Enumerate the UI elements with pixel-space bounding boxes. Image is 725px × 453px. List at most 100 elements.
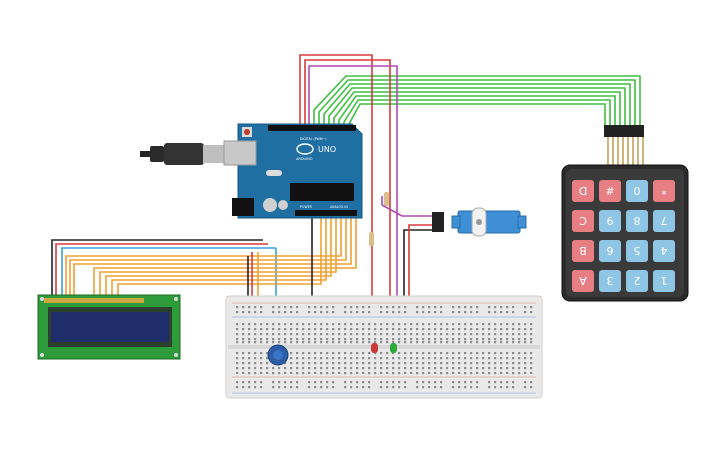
breadboard-hole bbox=[422, 386, 425, 389]
keypad-wire-bundle[interactable] bbox=[313, 75, 641, 127]
keypad-key[interactable] bbox=[572, 240, 594, 262]
keypad-key-label: C bbox=[579, 214, 587, 227]
lcd-wire-black[interactable] bbox=[51, 239, 263, 298]
keypad-key[interactable] bbox=[653, 270, 675, 292]
breadboard-hole bbox=[320, 306, 323, 309]
breadboard-hole bbox=[350, 306, 353, 309]
breadboard-hole bbox=[260, 362, 263, 365]
breadboard-hole bbox=[404, 341, 407, 344]
wire-purple-servo[interactable] bbox=[381, 196, 432, 217]
breadboard-hole bbox=[482, 362, 485, 365]
breadboard-hole bbox=[500, 381, 503, 384]
keypad-key[interactable] bbox=[653, 240, 675, 262]
breadboard-hole bbox=[314, 367, 317, 370]
breadboard-hole bbox=[470, 352, 473, 355]
breadboard-hole bbox=[398, 333, 401, 336]
breadboard-hole bbox=[308, 338, 311, 341]
breadboard-hole bbox=[398, 357, 401, 360]
breadboard-hole bbox=[518, 367, 521, 370]
breadboard-hole bbox=[254, 367, 257, 370]
breadboard-hole bbox=[440, 362, 443, 365]
breadboard-hole bbox=[512, 323, 515, 326]
breadboard[interactable] bbox=[225, 295, 543, 399]
keypad-key[interactable] bbox=[653, 210, 675, 232]
breadboard-hole bbox=[242, 372, 245, 375]
breadboard-hole bbox=[434, 341, 437, 344]
breadboard-hole bbox=[488, 338, 491, 341]
led-red[interactable] bbox=[371, 343, 378, 353]
breadboard-hole bbox=[326, 372, 329, 375]
breadboard-hole bbox=[380, 311, 383, 314]
breadboard-hole bbox=[332, 367, 335, 370]
keypad-key[interactable] bbox=[599, 180, 621, 202]
breadboard-hole bbox=[368, 367, 371, 370]
breadboard-hole bbox=[404, 328, 407, 331]
breadboard-hole bbox=[452, 338, 455, 341]
keypad-key[interactable] bbox=[626, 180, 648, 202]
resistor-2[interactable] bbox=[369, 232, 374, 246]
keypad-key[interactable] bbox=[626, 240, 648, 262]
wire-servo-black[interactable] bbox=[403, 229, 432, 318]
keypad-key[interactable] bbox=[572, 210, 594, 232]
breadboard-hole bbox=[404, 362, 407, 365]
breadboard-hole bbox=[350, 338, 353, 341]
breadboard-hole bbox=[404, 306, 407, 309]
breadboard-hole bbox=[518, 341, 521, 344]
breadboard-hole bbox=[458, 323, 461, 326]
breadboard-hole bbox=[458, 352, 461, 355]
breadboard-hole bbox=[242, 341, 245, 344]
potentiometer-icon[interactable] bbox=[267, 344, 289, 366]
breadboard-hole bbox=[440, 328, 443, 331]
breadboard-hole bbox=[278, 338, 281, 341]
servo-horn-icon[interactable] bbox=[471, 207, 487, 237]
power-analog-header[interactable] bbox=[295, 210, 357, 216]
keypad-key[interactable] bbox=[599, 240, 621, 262]
breadboard-hole bbox=[254, 338, 257, 341]
wire-red-5v[interactable] bbox=[299, 54, 373, 318]
breadboard-hole bbox=[302, 328, 305, 331]
breadboard-hole bbox=[518, 357, 521, 360]
breadboard-hole bbox=[422, 367, 425, 370]
breadboard-hole bbox=[476, 311, 479, 314]
keypad-key[interactable] bbox=[653, 180, 675, 202]
wire-red-led[interactable] bbox=[304, 59, 391, 318]
servo-motor[interactable] bbox=[432, 207, 527, 237]
breadboard-hole bbox=[434, 352, 437, 355]
keypad-key[interactable] bbox=[626, 210, 648, 232]
reset-button-icon[interactable] bbox=[242, 127, 252, 137]
lcd-16x2[interactable] bbox=[37, 294, 181, 360]
keypad-connector[interactable] bbox=[604, 125, 644, 165]
breadboard-hole bbox=[374, 362, 377, 365]
keypad-key[interactable] bbox=[599, 270, 621, 292]
keypad-key[interactable] bbox=[572, 270, 594, 292]
keypad-key[interactable] bbox=[599, 210, 621, 232]
breadboard-hole bbox=[368, 311, 371, 314]
lcd-wire-blue[interactable] bbox=[61, 247, 276, 298]
keypad-key-label: 2 bbox=[634, 274, 641, 287]
breadboard-hole bbox=[524, 341, 527, 344]
wire-servo-red[interactable] bbox=[408, 224, 432, 318]
breadboard-hole bbox=[368, 333, 371, 336]
led-green[interactable] bbox=[390, 343, 397, 353]
arduino-uno-board[interactable]: UNO ARDUINO DIGITAL (PWM~) POWER ANALOG … bbox=[140, 123, 363, 219]
breadboard-hole bbox=[290, 341, 293, 344]
breadboard-hole bbox=[488, 306, 491, 309]
breadboard-hole bbox=[422, 341, 425, 344]
breadboard-hole bbox=[344, 323, 347, 326]
breadboard-hole bbox=[518, 362, 521, 365]
keypad-key[interactable] bbox=[626, 270, 648, 292]
breadboard-hole bbox=[278, 341, 281, 344]
usb-cable-icon[interactable] bbox=[140, 143, 233, 165]
breadboard-hole bbox=[332, 386, 335, 389]
wire-purple-led[interactable] bbox=[308, 65, 398, 318]
digital-header[interactable] bbox=[268, 125, 356, 131]
keypad-key[interactable] bbox=[572, 180, 594, 202]
breadboard-hole bbox=[260, 323, 263, 326]
resistor-1[interactable] bbox=[384, 192, 389, 206]
lcd-wire-red[interactable] bbox=[55, 243, 268, 298]
breadboard-hole bbox=[296, 357, 299, 360]
breadboard-hole bbox=[410, 333, 413, 336]
